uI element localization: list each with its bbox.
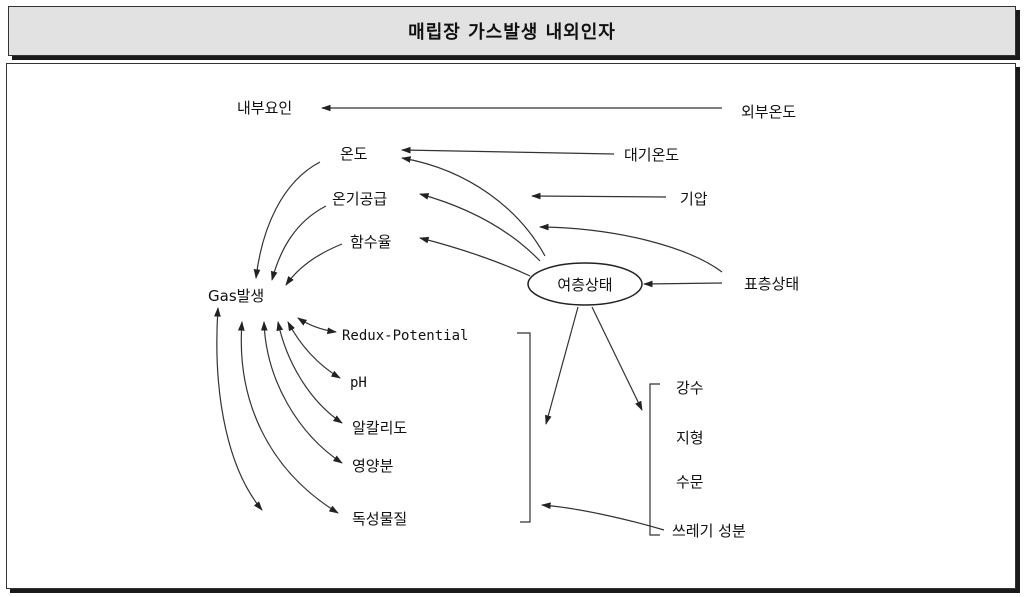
arrow-gas-down [214, 307, 263, 511]
arrow-gas-toxic [237, 321, 339, 514]
arrow-cover-to-moisture [419, 236, 531, 277]
title-bar: 매립장 가스발생 내외인자 [8, 6, 1016, 56]
diagram-frame [6, 63, 1016, 589]
node-toxic: 독성물질 [352, 510, 407, 528]
arrow-temperature-to-gas [253, 161, 321, 279]
diagram-title: 매립장 가스발생 내외인자 [408, 22, 616, 43]
node-moisture: 함수율 [350, 233, 391, 251]
arrow-moisture-to-gas [285, 243, 343, 286]
node-waste: 쓰레기 성분 [672, 522, 746, 540]
arrow-pressure [531, 192, 667, 200]
arrow-airtemp-to-temperature [401, 146, 615, 155]
node-air-temp: 대기온도 [624, 146, 679, 164]
node-internal: 내부요인 [237, 99, 292, 117]
bracket-right [649, 383, 660, 536]
node-pressure: 기압 [680, 190, 708, 208]
node-alkalinity: 알칼리도 [352, 419, 407, 437]
arrow-waste-to-bracket [541, 502, 665, 531]
node-heat-supply: 온기공급 [332, 190, 387, 208]
node-ph: pH [350, 375, 367, 391]
node-cover-state: 여층상태 [557, 276, 612, 294]
node-rainfall: 강수 [676, 379, 704, 397]
node-redox: Redux-Potential [342, 328, 468, 344]
arrow-cover-to-heat [419, 193, 541, 262]
arrow-gas-nutrients [260, 321, 343, 464]
arrow-surface-up [539, 223, 723, 273]
node-external: 외부온도 [741, 103, 796, 121]
node-gas: Gas발생 [208, 287, 264, 305]
arrow-cover-to-bracket [545, 306, 579, 425]
node-surface-state: 표층상태 [744, 275, 799, 293]
arrow-surface-to-cover [643, 280, 723, 288]
bracket-left [517, 332, 531, 523]
arrow-heat-to-gas [270, 205, 327, 281]
arrow-cover-to-factors [591, 306, 643, 411]
node-hydrology: 수문 [676, 473, 704, 491]
cover-state-ellipse [527, 262, 643, 306]
node-nutrients: 영양분 [352, 457, 394, 475]
node-temperature: 온도 [340, 145, 368, 163]
arrow-gas-redox [297, 317, 337, 335]
node-terrain: 지형 [676, 429, 704, 447]
arrow-cover-to-temperature [401, 156, 546, 257]
